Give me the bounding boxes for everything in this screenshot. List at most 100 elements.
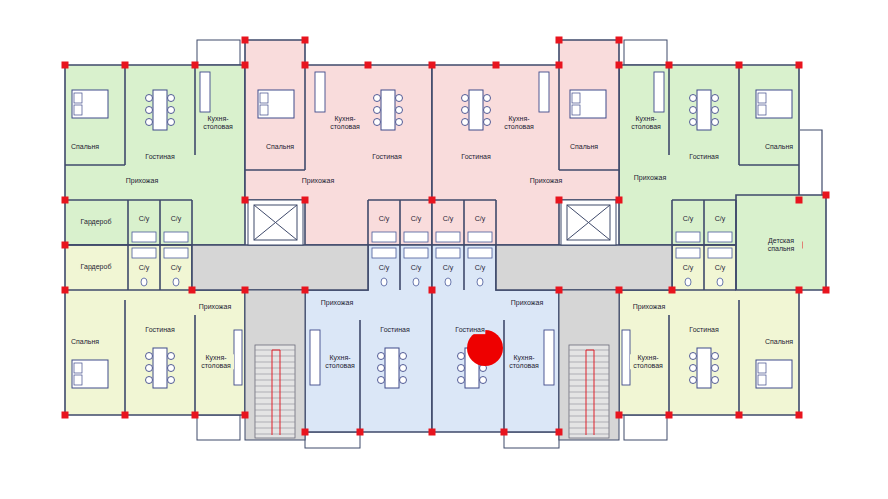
stair-step: [255, 404, 295, 405]
column: [796, 62, 803, 69]
stair-flight: [255, 345, 295, 438]
kitchen-counter: [622, 330, 630, 385]
room-label: С/у: [474, 215, 487, 223]
toilet: [445, 278, 451, 286]
room-label: Спальня: [569, 143, 599, 151]
stair-step: [255, 386, 295, 387]
pillow: [758, 105, 766, 115]
chair: [690, 353, 697, 360]
pillow: [758, 375, 766, 385]
room-label: Кухня-столовая: [628, 115, 664, 130]
wall: [671, 200, 673, 245]
column: [556, 62, 563, 69]
wall: [194, 65, 196, 155]
column: [189, 287, 196, 294]
room-label: Кухня-столовая: [198, 354, 234, 369]
dining-table: [381, 90, 395, 130]
column: [616, 37, 623, 44]
chair: [374, 119, 381, 126]
room-label: Гостиная: [460, 153, 491, 161]
stair-step: [569, 362, 609, 363]
wall: [738, 65, 740, 165]
column: [501, 429, 508, 436]
wall: [735, 200, 737, 290]
room-label: С/у: [378, 264, 391, 272]
column: [242, 37, 249, 44]
room-label: С/у: [474, 264, 487, 272]
balcony: [197, 40, 240, 65]
room-label: Прихожая: [633, 174, 667, 182]
chair: [462, 95, 469, 102]
chair: [400, 353, 407, 360]
bed: [72, 360, 108, 388]
room-label: Спальня: [265, 143, 295, 151]
bathtub: [676, 248, 700, 258]
pillow: [572, 93, 580, 103]
kitchen-counter: [315, 72, 325, 112]
chair: [378, 377, 385, 384]
room-label: С/у: [138, 264, 151, 272]
room-label: Кухня-столовая: [501, 115, 537, 130]
room-label: Кухня-столовая: [630, 354, 666, 369]
column: [192, 62, 199, 69]
chair: [484, 107, 491, 114]
wall: [159, 200, 161, 290]
wall: [124, 300, 126, 415]
room-label: Спальня: [764, 338, 794, 346]
stair-step: [255, 422, 295, 423]
room-label: Гостиная: [144, 326, 175, 334]
kitchen-counter: [544, 330, 554, 385]
bathtub: [436, 232, 460, 242]
bathtub: [372, 248, 396, 258]
wall: [65, 244, 128, 246]
room-label: С/у: [714, 264, 727, 272]
wall: [558, 65, 560, 170]
wall: [668, 65, 670, 155]
room-label: С/у: [410, 215, 423, 223]
stair-step: [255, 416, 295, 417]
wall: [245, 169, 305, 171]
room-label: Кухня-столовая: [200, 115, 236, 130]
room-label: Гостиная: [371, 153, 402, 161]
room-label: Прихожая: [320, 299, 354, 307]
bay-window: [800, 130, 822, 195]
room-label: Прихожая: [510, 299, 544, 307]
stair-shaft: [245, 290, 305, 440]
chair: [712, 365, 719, 372]
chair: [168, 107, 175, 114]
column: [556, 197, 563, 204]
elevator-cab: [567, 205, 610, 240]
room-label: Прихожая: [301, 177, 335, 185]
column: [192, 412, 199, 419]
stair-step: [569, 398, 609, 399]
column: [736, 412, 743, 419]
chair: [146, 95, 153, 102]
stair-step: [255, 380, 295, 381]
toilet: [685, 278, 691, 286]
wall: [463, 200, 465, 290]
chair: [378, 365, 385, 372]
column: [669, 287, 676, 294]
room-label: С/у: [714, 215, 727, 223]
column: [556, 287, 563, 294]
chair: [146, 353, 153, 360]
wall: [65, 289, 128, 291]
stair-step: [255, 356, 295, 357]
stair-arrow: [586, 350, 594, 435]
chair: [458, 365, 465, 372]
room-label: Прихожая: [632, 303, 666, 311]
column: [302, 62, 309, 69]
room-label: С/у: [442, 264, 455, 272]
bed: [570, 90, 606, 118]
room-label: Кухня-столовая: [327, 115, 363, 130]
room-label: Гостиная: [688, 153, 719, 161]
apartment-region: [65, 65, 245, 245]
stair-step: [569, 422, 609, 423]
room-label: Гардероб: [80, 263, 113, 271]
room-label: С/у: [378, 215, 391, 223]
column: [302, 429, 309, 436]
wall: [739, 164, 799, 166]
column: [242, 412, 249, 419]
toilet: [413, 278, 419, 286]
chair: [374, 95, 381, 102]
